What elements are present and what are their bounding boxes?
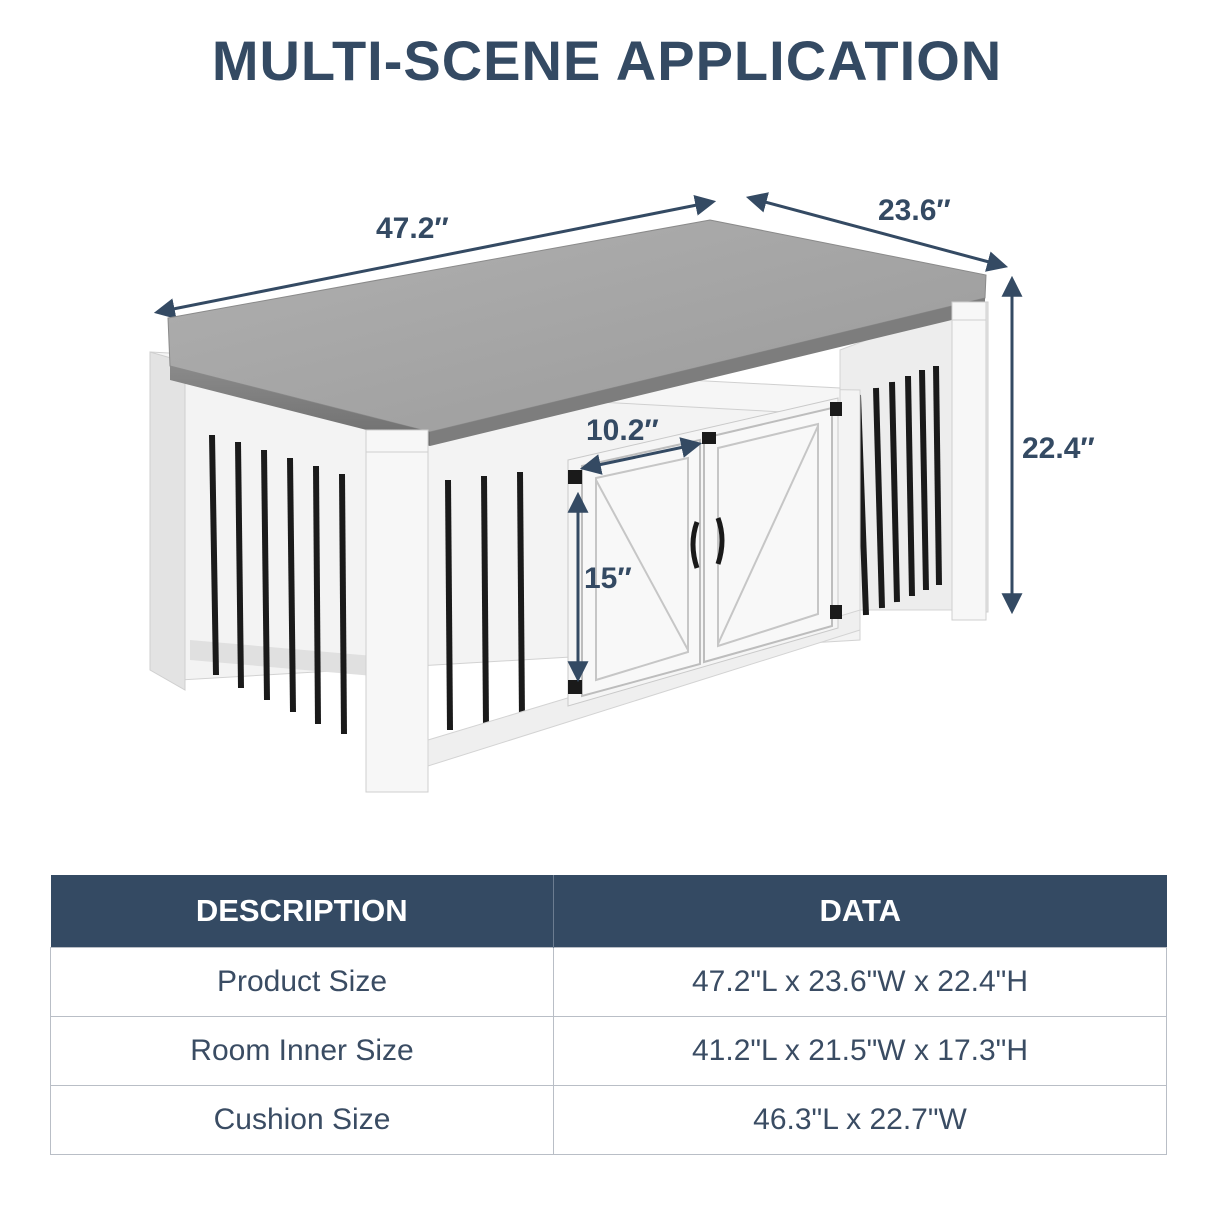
row-description: Cushion Size (50, 1085, 554, 1155)
column-header-description: DESCRIPTION (50, 875, 554, 948)
page-title: MULTI-SCENE APPLICATION (211, 29, 1003, 92)
table-header-row: DESCRIPTION DATA (50, 875, 1167, 948)
door-width-label: 10.2″ (586, 414, 659, 447)
table-row: Cushion Size 46.3"L x 22.7"W (50, 1085, 1167, 1155)
height-label: 22.4″ (1022, 432, 1095, 465)
row-description: Room Inner Size (50, 1016, 554, 1086)
door-height-label: 15″ (584, 562, 632, 595)
row-data: 46.3"L x 22.7"W (553, 1085, 1167, 1155)
product-dimension-figure: 47.2″ 23.6″ 22.4″ 10.2″ 15″ (0, 140, 1214, 860)
width-label: 23.6″ (878, 194, 951, 227)
length-label: 47.2″ (376, 212, 449, 245)
door-width-arrow (579, 437, 703, 475)
length-arrow (153, 194, 717, 320)
table-row: Room Inner Size 41.2"L x 21.5"W x 17.3"H (50, 1016, 1167, 1086)
row-description: Product Size (50, 947, 554, 1017)
product-illustration (149, 192, 1023, 793)
table-row: Product Size 47.2"L x 23.6"W x 22.4"H (50, 947, 1167, 1017)
row-data: 47.2"L x 23.6"W x 22.4"H (553, 947, 1167, 1017)
width-arrow (745, 192, 1009, 272)
row-data: 41.2"L x 21.5"W x 17.3"H (553, 1016, 1167, 1086)
specification-table: DESCRIPTION DATA Product Size 47.2"L x 2… (50, 875, 1167, 1155)
column-header-data: DATA (553, 875, 1167, 948)
